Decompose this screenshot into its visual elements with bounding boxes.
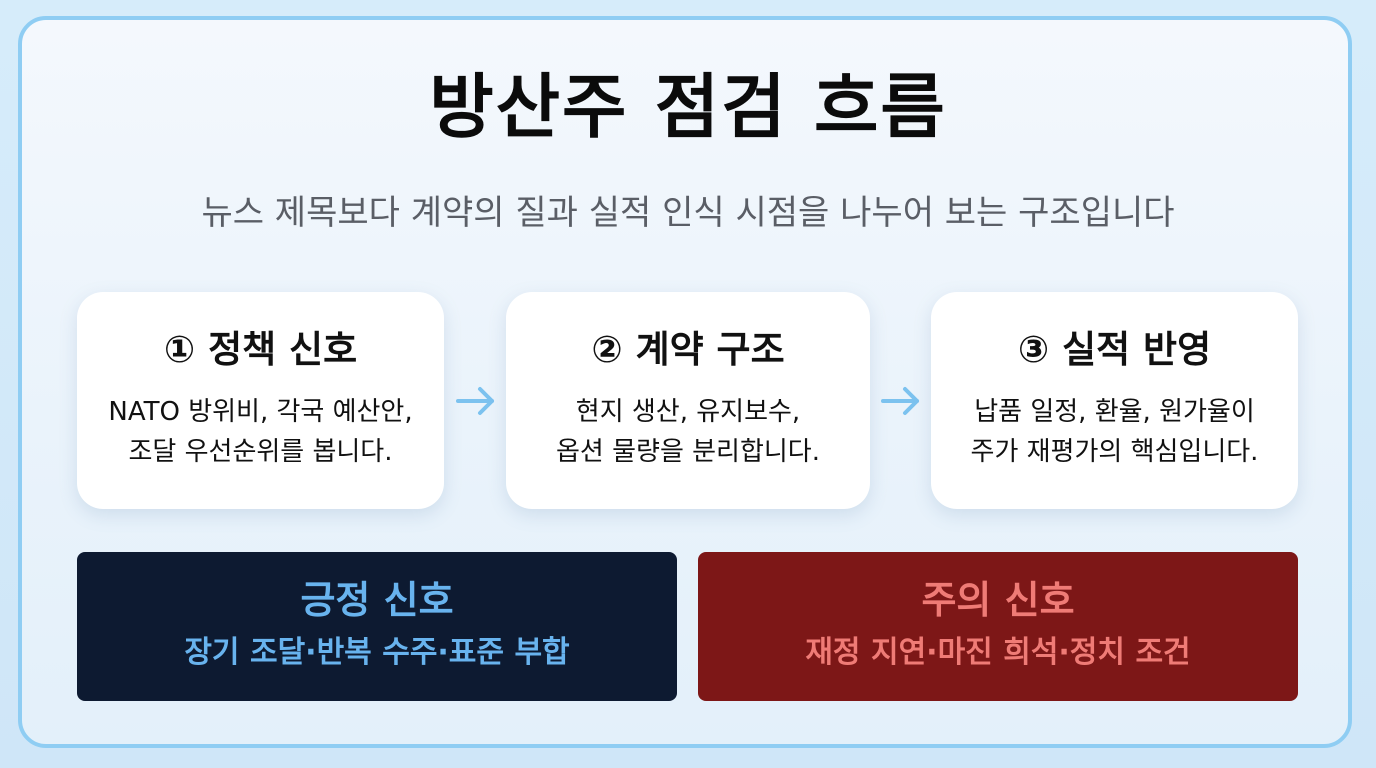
positive-signal-title: 긍정 신호 bbox=[300, 578, 454, 622]
step-card-policy-signal: ① 정책 신호 NATO 방위비, 각국 예산안, 조달 우선순위를 봅니다. bbox=[77, 292, 444, 509]
step-title: ② 계약 구조 bbox=[591, 328, 785, 371]
caution-signal-description: 재정 지연·마진 희석·정치 조건 bbox=[805, 635, 1191, 670]
positive-signal-description: 장기 조달·반복 수주·표준 부합 bbox=[184, 635, 570, 670]
caution-signal-box: 주의 신호 재정 지연·마진 희석·정치 조건 bbox=[698, 552, 1298, 701]
caution-signal-title: 주의 신호 bbox=[921, 578, 1075, 622]
step-description: 현지 생산, 유지보수, 옵션 물량을 분리합니다. bbox=[506, 392, 870, 472]
step-description: 납품 일정, 환율, 원가율이 주가 재평가의 핵심입니다. bbox=[931, 392, 1298, 472]
step-description-line: 조달 우선순위를 봅니다. bbox=[128, 437, 393, 467]
step-description-line: NATO 방위비, 각국 예산안, bbox=[108, 397, 413, 427]
step-description-line: 납품 일정, 환율, 원가율이 bbox=[974, 397, 1255, 427]
step-card-contract-structure: ② 계약 구조 현지 생산, 유지보수, 옵션 물량을 분리합니다. bbox=[506, 292, 870, 509]
step-title: ① 정책 신호 bbox=[163, 328, 358, 371]
step-card-earnings-reflection: ③ 실적 반영 납품 일정, 환율, 원가율이 주가 재평가의 핵심입니다. bbox=[931, 292, 1298, 509]
step-title: ③ 실적 반영 bbox=[1017, 328, 1212, 371]
step-description: NATO 방위비, 각국 예산안, 조달 우선순위를 봅니다. bbox=[77, 392, 444, 472]
page-title: 방산주 점검 흐름 bbox=[429, 66, 947, 148]
arrow-right-icon bbox=[456, 387, 494, 415]
step-description-line: 주가 재평가의 핵심입니다. bbox=[970, 437, 1259, 467]
step-description-line: 옵션 물량을 분리합니다. bbox=[556, 437, 820, 467]
page-subtitle: 뉴스 제목보다 계약의 질과 실적 인식 시점을 나누어 보는 구조입니다 bbox=[201, 193, 1175, 233]
step-description-line: 현지 생산, 유지보수, bbox=[575, 397, 801, 427]
positive-signal-box: 긍정 신호 장기 조달·반복 수주·표준 부합 bbox=[77, 552, 677, 701]
arrow-right-icon bbox=[881, 387, 919, 415]
